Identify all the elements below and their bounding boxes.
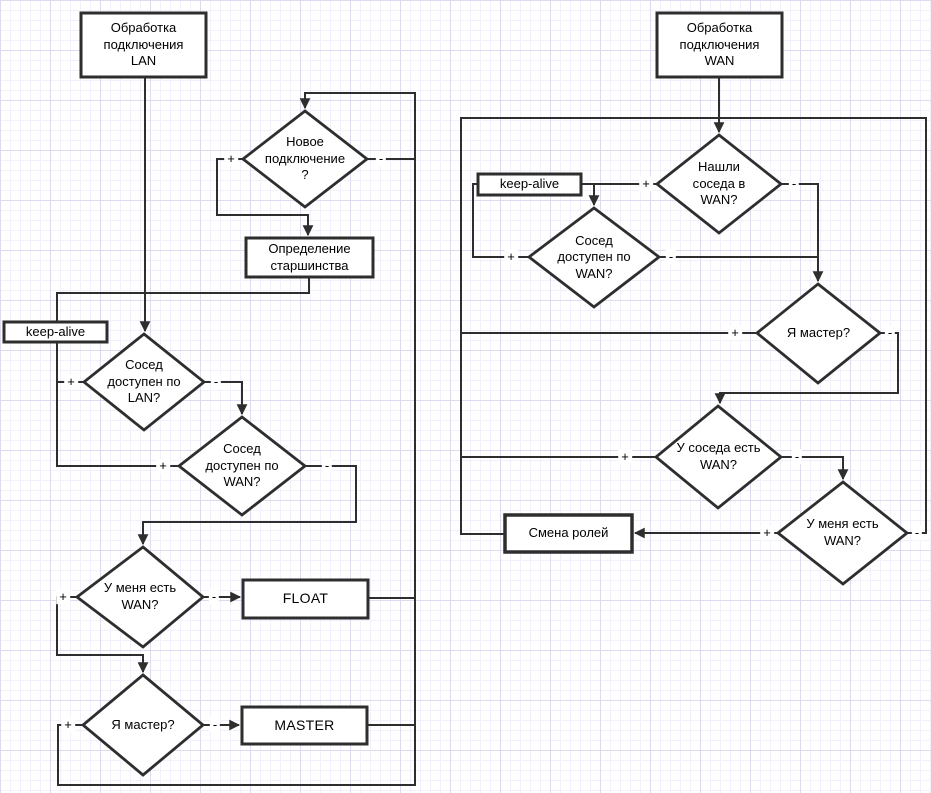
- branch-minus-i-have-wan-right: -: [911, 525, 923, 541]
- branch-minus-i-have-wan-left: -: [208, 589, 220, 605]
- decision-i-have-wan-right-shape: [775, 480, 910, 586]
- branch-minus-neighbor-has-wan: -: [791, 449, 803, 465]
- branch-plus-am-i-master-right: +: [728, 325, 742, 341]
- process-swap-roles-shape: [503, 513, 634, 554]
- branch-minus-neighbor-wan-left: -: [321, 458, 333, 474]
- process-keepalive-right-shape: [476, 172, 583, 197]
- decision-found-neighbor-shape: [654, 133, 784, 235]
- branch-plus-am-i-master-left: +: [61, 717, 75, 733]
- decision-am-i-master-right-shape: [754, 282, 883, 385]
- branch-plus-neighbor-lan: +: [64, 374, 78, 390]
- decision-new-connection-shape: [240, 109, 370, 209]
- edge-keepalive-right-loop: [472, 183, 528, 258]
- edge-neighbor-lan-minus: [204, 381, 248, 416]
- branch-plus-neighbor-wan-right: +: [504, 249, 518, 265]
- branch-minus-new-connection: -: [375, 151, 387, 167]
- branch-minus-am-i-master-right: -: [884, 325, 896, 341]
- branch-plus-found-neighbor: +: [639, 176, 653, 192]
- decision-neighbor-wan-left-shape: [176, 415, 308, 517]
- edge-seniority-to-keepalive-chain: [56, 277, 310, 467]
- process-float-shape: [241, 578, 370, 620]
- branch-plus-i-have-wan-left: +: [56, 589, 70, 605]
- branch-plus-neighbor-has-wan: +: [618, 449, 632, 465]
- edge-right-loop-rect: [460, 117, 927, 535]
- decision-neighbor-lan-shape: [81, 332, 207, 432]
- process-seniority-shape: [244, 236, 375, 279]
- edge-main-loop-left: [57, 92, 416, 786]
- process-master-shape: [240, 705, 369, 746]
- branch-minus-am-i-master-left: -: [209, 717, 221, 733]
- decision-i-have-wan-left-shape: [74, 545, 206, 649]
- process-wan-entry-shape: [655, 11, 784, 79]
- edge-neighbor-has-wan-minus: [781, 456, 849, 481]
- branch-plus-i-have-wan-right: +: [760, 525, 774, 541]
- edge-neighbor-wan-minus-left: [137, 465, 357, 546]
- decision-neighbor-has-wan-shape: [653, 404, 784, 510]
- process-keepalive-left-shape: [2, 320, 109, 344]
- branch-minus-found-neighbor: -: [788, 176, 800, 192]
- branch-plus-neighbor-wan-left: +: [156, 458, 170, 474]
- decision-am-i-master-left-shape: [80, 673, 206, 777]
- process-lan-entry-shape: [79, 11, 208, 79]
- branch-plus-new-connection: +: [224, 151, 238, 167]
- edge-found-neighbor-minus: [781, 183, 824, 283]
- branch-minus-neighbor-lan: -: [210, 374, 222, 390]
- decision-neighbor-wan-right-shape: [526, 206, 662, 309]
- branch-minus-neighbor-wan-right: -: [665, 249, 677, 265]
